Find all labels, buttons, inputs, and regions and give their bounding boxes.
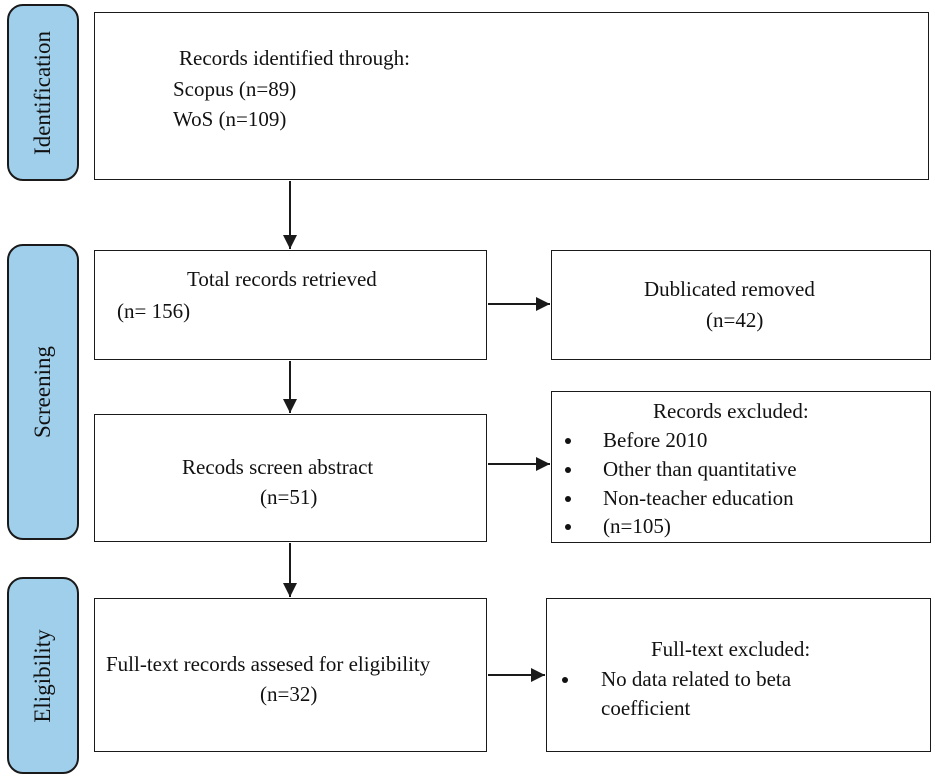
- stage-identification: Identification: [7, 4, 79, 181]
- identification-heading: Records identified through:: [179, 46, 410, 70]
- abstract-screen-count: (n=51): [260, 485, 318, 509]
- bullet-icon: [562, 677, 568, 683]
- bullet-icon: [565, 524, 571, 530]
- fulltext-assessed-count: (n=32): [260, 682, 318, 706]
- identification-scopus: Scopus (n=89): [173, 77, 297, 101]
- duplicates-count: (n=42): [706, 308, 764, 332]
- total-records-box: Total records retrieved (n= 156): [94, 250, 487, 360]
- fulltext-assessed-title: Full-text records assesed for eligibilit…: [106, 652, 431, 676]
- fulltext-excluded-box: Full-text excluded: No data related to b…: [546, 598, 931, 752]
- bullet-icon: [565, 467, 571, 473]
- duplicates-title: Dublicated removed: [644, 277, 815, 301]
- fulltext-excluded-item-line1: No data related to beta: [601, 667, 792, 691]
- excluded-item: Before 2010: [603, 428, 708, 452]
- duplicates-removed-box: Dublicated removed (n=42): [551, 250, 931, 360]
- identification-box: Records identified through: Scopus (n=89…: [94, 12, 929, 180]
- stage-label-eligibility: Eligibility: [30, 628, 55, 723]
- identification-wos: WoS (n=109): [173, 107, 287, 131]
- fulltext-excluded-title: Full-text excluded:: [651, 637, 811, 661]
- excluded-item: Other than quantitative: [603, 457, 797, 481]
- stage-label-screening: Screening: [30, 346, 55, 438]
- total-records-title: Total records retrieved: [187, 267, 377, 291]
- records-excluded-box: Records excluded: Before 2010 Other than…: [551, 391, 931, 543]
- excluded-item: Non-teacher education: [603, 486, 794, 510]
- records-excluded-title: Records excluded:: [653, 399, 809, 423]
- stage-screening: Screening: [7, 244, 79, 540]
- stage-eligibility: Eligibility: [7, 577, 79, 774]
- bullet-icon: [565, 438, 571, 444]
- excluded-item: (n=105): [603, 514, 671, 538]
- total-records-count: (n= 156): [117, 299, 191, 323]
- bullet-icon: [565, 496, 571, 502]
- abstract-screen-title: Recods screen abstract: [182, 455, 374, 479]
- fulltext-excluded-item-line2: coefficient: [601, 696, 691, 720]
- stage-label-identification: Identification: [30, 30, 55, 155]
- fulltext-assessed-box: Full-text records assesed for eligibilit…: [94, 598, 487, 752]
- abstract-screen-box: Recods screen abstract (n=51): [94, 414, 487, 542]
